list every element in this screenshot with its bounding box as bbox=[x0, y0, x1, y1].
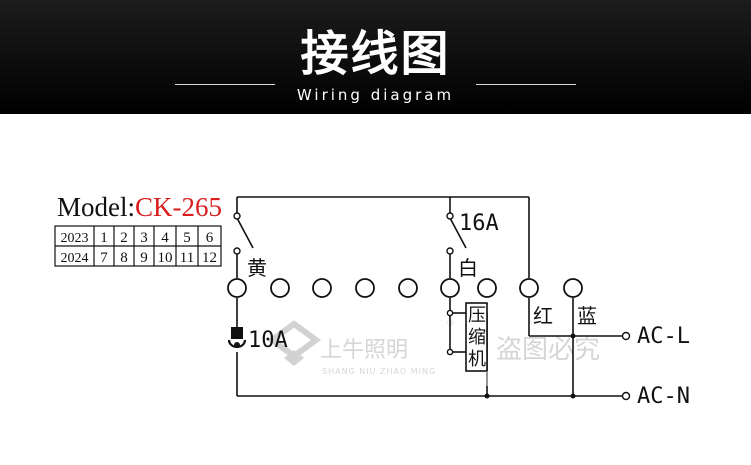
wire-red-label: 红 bbox=[533, 304, 553, 328]
date-table-month: 11 bbox=[180, 250, 194, 266]
date-table-month: 5 bbox=[183, 230, 191, 246]
watermark-pinyin: SHANG NIU ZHAO MING bbox=[322, 367, 436, 376]
terminal-row bbox=[227, 278, 583, 298]
terminal-neutral-label: AC-N bbox=[637, 384, 690, 409]
fuse-icon bbox=[227, 327, 247, 349]
compressor-char-2: 缩 bbox=[468, 327, 486, 348]
date-table-year: 2023 bbox=[61, 231, 89, 246]
compressor-label: 压 缩 机 bbox=[468, 305, 486, 370]
date-table-year: 2024 bbox=[61, 251, 89, 266]
relay-right-rating: 16A bbox=[459, 211, 499, 236]
date-table-month: 4 bbox=[161, 230, 169, 246]
page-subtitle: Wiring diagram bbox=[296, 86, 455, 104]
watermark: 上牛照明 ® SHANG NIU ZHAO MING 盗图必究 bbox=[266, 319, 600, 376]
terminal-6 bbox=[440, 278, 460, 298]
compressor-char-3: 机 bbox=[468, 349, 486, 370]
date-table-month: 12 bbox=[202, 250, 217, 266]
model-prefix: Model: bbox=[57, 192, 135, 222]
date-table-month: 3 bbox=[140, 230, 148, 246]
terminal-1 bbox=[227, 278, 247, 298]
watermark-notice: 盗图必究 bbox=[496, 335, 600, 365]
header-banner: 接线图 Wiring diagram bbox=[0, 0, 751, 114]
wire-white-label: 白 bbox=[458, 256, 478, 280]
terminal-live-label: AC-L bbox=[637, 324, 690, 349]
wire-yellow-label: 黄 bbox=[247, 256, 267, 280]
date-table-month: 7 bbox=[100, 250, 108, 266]
compressor-char-1: 压 bbox=[468, 305, 486, 326]
model-code: CK-265 bbox=[135, 192, 222, 222]
date-table-month: 8 bbox=[120, 250, 128, 266]
terminal-7 bbox=[477, 278, 497, 298]
date-table-month: 9 bbox=[140, 250, 148, 266]
contact-points bbox=[233, 212, 631, 401]
junction-dots bbox=[484, 333, 576, 399]
left-relay-contact bbox=[236, 217, 254, 249]
watermark-brand: 上牛照明 bbox=[320, 338, 408, 363]
date-table-month: 1 bbox=[100, 230, 108, 246]
title-rule-left bbox=[175, 84, 275, 85]
page-title: 接线图 bbox=[300, 26, 451, 82]
right-relay-contact bbox=[449, 217, 467, 249]
model-label: Model:CK-265 bbox=[57, 192, 222, 222]
relay-left-rating: 10A bbox=[248, 328, 288, 353]
terminal-9 bbox=[563, 278, 583, 298]
terminal-2 bbox=[270, 278, 290, 298]
terminal-5 bbox=[398, 278, 418, 298]
date-table-month: 10 bbox=[158, 250, 173, 266]
terminal-8 bbox=[519, 278, 539, 298]
title-rule-right bbox=[476, 84, 576, 85]
wire-blue-label: 蓝 bbox=[577, 304, 597, 328]
terminal-3 bbox=[312, 278, 332, 298]
compressor-box bbox=[465, 302, 488, 372]
date-table bbox=[54, 225, 222, 267]
date-table-month: 2 bbox=[120, 230, 128, 246]
date-table-month: 6 bbox=[206, 230, 214, 246]
terminal-4 bbox=[355, 278, 375, 298]
brand-logo-icon bbox=[266, 320, 322, 366]
